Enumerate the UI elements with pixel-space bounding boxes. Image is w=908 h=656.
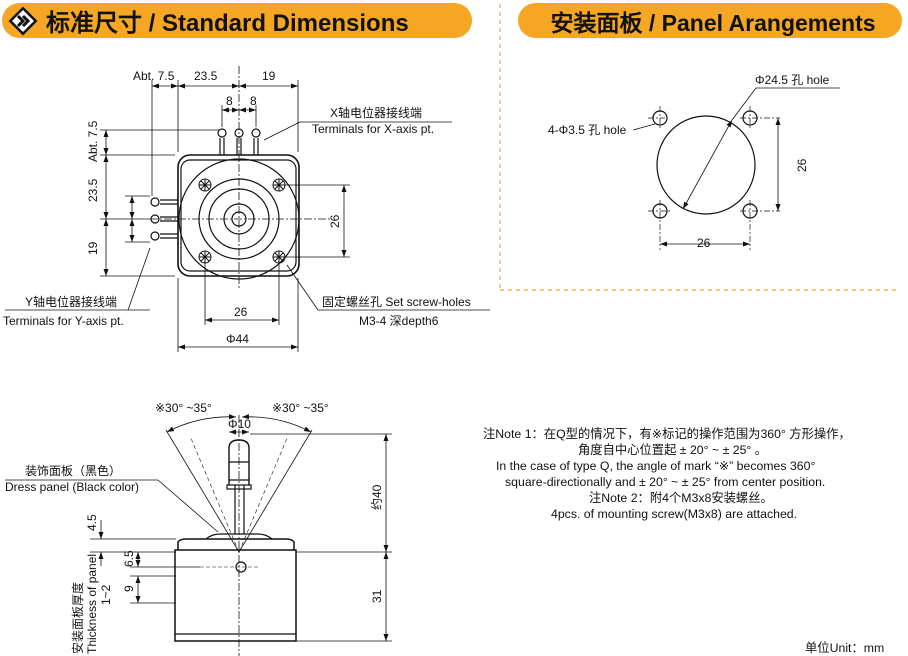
dim-40: 约40: [369, 484, 384, 510]
note-line-6: 4pcs. of mounting screw(M3x8) are attach…: [551, 507, 798, 521]
banner-panel-arrangements: 安装面板 / Panel Arangements: [518, 3, 902, 38]
y-terminal-en: Terminals for Y-axis pt.: [3, 314, 124, 328]
dim-235-top: 23.5: [194, 69, 218, 83]
banner-standard-dimensions: 标准尺寸 / Standard Dimensions: [2, 3, 472, 38]
dim-31: 31: [370, 589, 384, 603]
note-line-2: 角度自中心位置起 ± 20° ~ ± 25° 。: [578, 443, 768, 457]
banner-left-title: 标准尺寸 / Standard Dimensions: [46, 10, 409, 37]
thickness-value: 1~2: [99, 584, 113, 605]
angle-left: ※30° ~35°: [155, 401, 212, 415]
note-line-5: 注Note 2：附4个M3x8安装螺丝。: [589, 491, 773, 505]
dim-45: 4.5: [85, 514, 99, 531]
x-axis-terminals: [217, 128, 261, 155]
dim-26-bottom: 26: [234, 305, 248, 319]
note-line-3: In the case of type Q, the angle of mark…: [496, 459, 816, 473]
center-hole-label: Φ24.5 孔 hole: [755, 73, 830, 87]
dim-65: 6.5: [122, 550, 136, 567]
dim-9: 9: [122, 585, 136, 592]
unit-label: 单位Unit：mm: [805, 641, 885, 655]
note-line-4: square-directionally and ± 20° ~ ± 25° f…: [505, 475, 826, 489]
side-view-labels: ※30° ~35° ※30° ~35° Φ10 装饰面板（黑色） Dress p…: [5, 401, 384, 654]
double-chevron-icon: [6, 3, 40, 38]
section-divider: [499, 4, 900, 291]
note-line-1: 注Note 1：在Q型的情况下，有※标记的操作范围为360° 方形操作，: [483, 427, 851, 441]
dim-abt75-side: Abt. 7.5: [86, 120, 100, 162]
front-view-labels: Abt. 7.5 23.5 19 8 8 X轴电位器接线端 Terminals …: [3, 69, 471, 346]
dim-19-side: 19: [86, 241, 100, 255]
front-view: [5, 66, 490, 352]
thickness-cn: 安装面板厚度: [70, 582, 85, 654]
screw-holes: [198, 178, 286, 264]
y-terminal-cn: Y轴电位器接线端: [25, 294, 117, 309]
mount-holes-label: 4-Φ3.5 孔 hole: [548, 123, 627, 137]
screw-holes-label: 固定螺丝孔 Set screw-holes: [322, 294, 471, 309]
x-terminal-cn: X轴电位器接线端: [330, 105, 422, 120]
panel-arrangement: [632, 87, 840, 250]
dress-panel-en: Dress panel (Black color): [5, 480, 139, 494]
screw-spec: M3-4 深depth6: [359, 314, 439, 328]
y-axis-terminals: [150, 197, 178, 241]
panel-dim-26-h: 26: [697, 236, 711, 250]
dim-19-top: 19: [262, 69, 276, 83]
dim-8-right: 8: [250, 94, 257, 108]
dress-panel-cn: 装饰面板（黑色）: [25, 464, 121, 478]
x-terminal-en: Terminals for X-axis pt.: [312, 122, 434, 136]
banner-right-title: 安装面板 / Panel Arangements: [550, 9, 876, 36]
dim-dia10: Φ10: [228, 417, 251, 431]
dim-26-right: 26: [328, 214, 342, 228]
dim-dia44: Φ44: [226, 332, 249, 346]
panel-dim-26-v: 26: [795, 158, 809, 172]
dim-abt75-top: Abt. 7.5: [133, 69, 175, 83]
angle-right: ※30° ~35°: [272, 401, 329, 415]
panel-labels: Φ24.5 孔 hole 4-Φ3.5 孔 hole 26 26: [548, 73, 830, 250]
dim-235-side: 23.5: [86, 178, 100, 202]
dim-8-left: 8: [226, 94, 233, 108]
thickness-en: Thickness of panel: [85, 554, 99, 654]
side-view: [5, 414, 392, 656]
